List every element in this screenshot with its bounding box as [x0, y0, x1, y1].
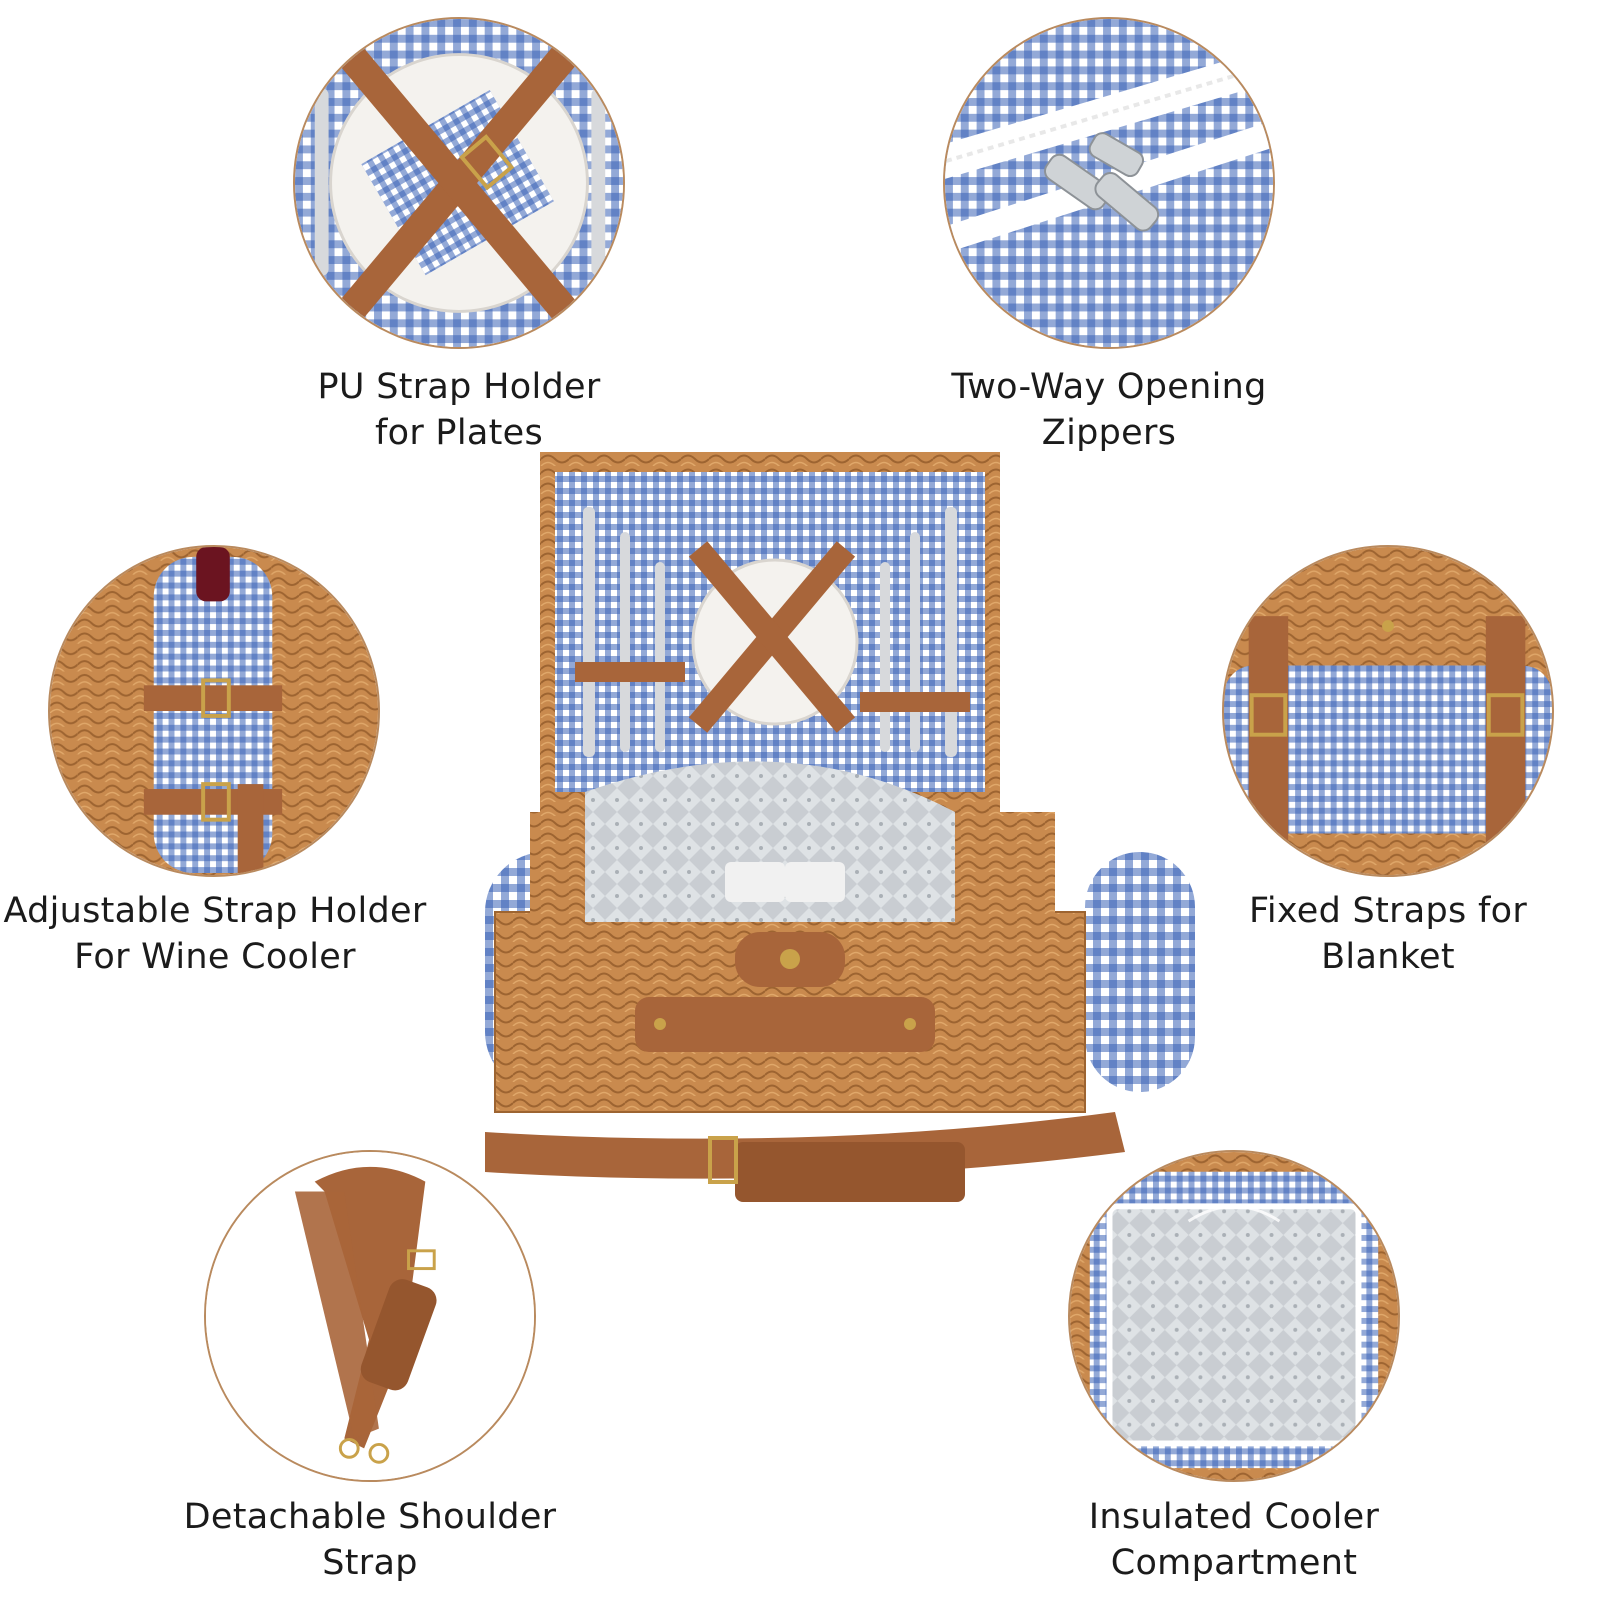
feature-label-zippers: Two-Way Opening Zippers: [909, 364, 1309, 456]
feature-label-line: Strap: [322, 1543, 418, 1583]
wine-cooler-detail-image: [48, 545, 380, 877]
feature-label-line: Compartment: [1110, 1543, 1358, 1583]
feature-label-cooler: Insulated Cooler Compartment: [1034, 1494, 1434, 1586]
feature-label-line: Detachable Shoulder: [183, 1497, 557, 1537]
feature-label-shoulder: Detachable Shoulder Strap: [170, 1494, 570, 1586]
feature-label-line: Adjustable Strap Holder: [3, 891, 427, 931]
shoulder-strap-detail-image: [204, 1150, 536, 1482]
feature-label-line: For Wine Cooler: [74, 937, 356, 977]
insulated-cooler-detail-image: [1068, 1150, 1400, 1482]
feature-label-wine: Adjustable Strap Holder For Wine Cooler: [0, 888, 430, 980]
feature-label-line: Zippers: [1041, 413, 1177, 453]
feature-label-blanket: Fixed Straps for Blanket: [1188, 888, 1588, 980]
blanket-strap-detail-image: [1222, 545, 1554, 877]
feature-label-plates: PU Strap Holder for Plates: [259, 364, 659, 456]
feature-label-line: Two-Way Opening: [951, 367, 1267, 407]
picnic-basket-main-image: [485, 452, 1225, 1242]
feature-label-line: Insulated Cooler: [1088, 1497, 1380, 1537]
feature-label-line: Blanket: [1321, 937, 1455, 977]
feature-label-line: Fixed Straps for: [1248, 891, 1528, 931]
feature-label-line: for Plates: [374, 413, 544, 453]
plate-strap-detail-image: [293, 17, 625, 349]
zipper-detail-image: [943, 17, 1275, 349]
feature-label-line: PU Strap Holder: [317, 367, 601, 407]
